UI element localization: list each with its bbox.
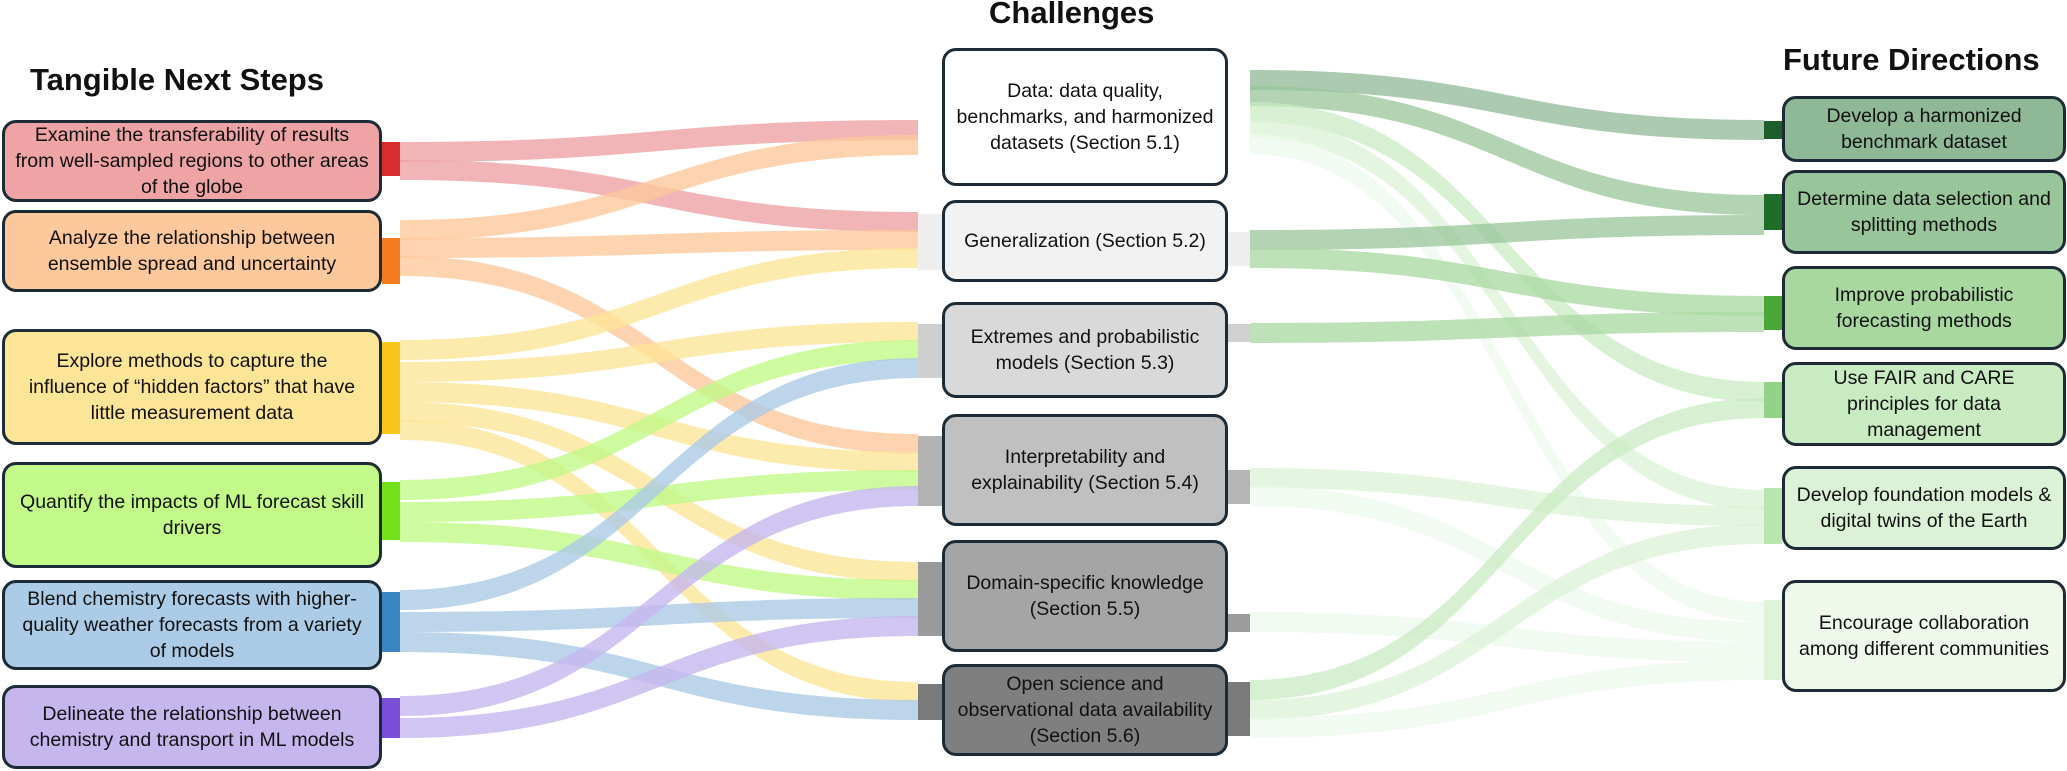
middle-in-port [918, 684, 942, 720]
right-in-port [1764, 194, 1782, 230]
left-column-title: Tangible Next Steps [30, 62, 324, 97]
flow-band [1250, 86, 1764, 215]
middle-out-port [1228, 470, 1250, 504]
challenge-domain-knowledge: Domain-specific knowledge (Section 5.5) [942, 540, 1228, 652]
left-port [382, 142, 400, 176]
right-in-port [1764, 600, 1782, 680]
flow-band [1250, 524, 1764, 720]
next-step-ensemble-spread: Analyze the relationship between ensembl… [2, 210, 382, 292]
left-port [382, 698, 400, 738]
right-in-port [1764, 121, 1782, 139]
middle-in-port [918, 122, 942, 156]
challenge-extremes-probabilistic: Extremes and probabilistic models (Secti… [942, 302, 1228, 398]
next-step-chemistry-transport: Delineate the relationship between chemi… [2, 685, 382, 769]
direction-collaboration: Encourage collaboration among different … [1782, 580, 2066, 692]
next-step-label: Blend chemistry forecasts with higher-qu… [22, 588, 362, 662]
flow-band [400, 598, 918, 632]
flow-layer [382, 70, 1782, 738]
next-step-label: Examine the transferability of results f… [15, 124, 369, 198]
next-step-skill-drivers: Quantify the impacts of ML forecast skil… [2, 462, 382, 568]
challenge-label: Open science and observational data avai… [957, 673, 1213, 747]
challenge-generalization: Generalization (Section 5.2) [942, 200, 1228, 282]
challenge-label: Interpretability and explainability (Sec… [971, 446, 1199, 494]
direction-label: Improve probabilistic forecasting method… [1834, 284, 2014, 332]
flow-band [400, 616, 918, 738]
next-step-blend-forecasts: Blend chemistry forecasts with higher-qu… [2, 580, 382, 670]
direction-label: Determine data selection and splitting m… [1797, 188, 2051, 236]
middle-out-port [1228, 614, 1250, 632]
direction-probabilistic-forecasting: Improve probabilistic forecasting method… [1782, 266, 2066, 350]
next-step-label: Quantify the impacts of ML forecast skil… [20, 491, 364, 539]
challenge-label: Generalization (Section 5.2) [964, 230, 1206, 252]
middle-in-port [918, 562, 942, 636]
middle-in-port [918, 436, 942, 506]
middle-out-port [1228, 682, 1250, 736]
next-step-label: Analyze the relationship between ensembl… [47, 227, 337, 275]
challenge-label: Domain-specific knowledge (Section 5.5) [966, 572, 1204, 620]
right-in-port [1764, 296, 1782, 330]
direction-foundation-models: Develop foundation models & digital twin… [1782, 466, 2066, 550]
flow-band [1250, 118, 1764, 510]
challenge-label: Data: data quality, benchmarks, and harm… [956, 80, 1214, 154]
flow-band [1250, 468, 1764, 526]
challenge-interpretability: Interpretability and explainability (Sec… [942, 414, 1228, 526]
flow-band [1250, 215, 1764, 250]
direction-fair-care: Use FAIR and CARE principles for data ma… [1782, 362, 2066, 446]
direction-label: Develop a harmonized benchmark dataset [1826, 105, 2022, 153]
flow-band [400, 340, 918, 500]
flow-band [1250, 312, 1764, 343]
challenge-label: Extremes and probabilistic models (Secti… [970, 326, 1200, 374]
right-column-title: Future Directions [1783, 42, 2040, 77]
flow-band [1250, 612, 1764, 662]
flow-band [1250, 134, 1764, 622]
middle-in-port [918, 214, 942, 270]
flow-band [400, 120, 918, 162]
flow-band [1250, 660, 1764, 738]
next-step-label: Delineate the relationship between chemi… [29, 703, 355, 751]
left-port [382, 482, 400, 540]
flow-band [400, 522, 918, 600]
left-port [382, 238, 400, 284]
flow-band [1250, 70, 1764, 140]
middle-out-port [1228, 232, 1250, 266]
middle-column-title: Challenges [989, 0, 1155, 30]
right-in-port [1764, 382, 1782, 418]
next-step-hidden-factors: Explore methods to capture the influence… [2, 329, 382, 445]
flow-band [1250, 102, 1764, 402]
middle-out-port [1228, 324, 1250, 342]
middle-in-port [918, 324, 942, 378]
middle-out-port [1228, 70, 1250, 156]
flow-band [1250, 486, 1764, 642]
flow-band [400, 470, 918, 522]
flow-band [400, 358, 918, 610]
left-port [382, 592, 400, 652]
flow-band [400, 322, 918, 382]
next-step-transferability: Examine the transferability of results f… [2, 120, 382, 202]
flow-band [400, 135, 918, 240]
direction-label: Encourage collaboration among different … [1798, 612, 2049, 660]
direction-label: Develop foundation models & digital twin… [1796, 484, 2052, 532]
next-step-label: Explore methods to capture the influence… [28, 350, 356, 424]
left-port [382, 342, 400, 434]
direction-benchmark-dataset: Develop a harmonized benchmark dataset [1782, 96, 2066, 162]
right-in-port [1764, 488, 1782, 544]
direction-data-splitting: Determine data selection and splitting m… [1782, 170, 2066, 254]
flow-band [400, 486, 918, 716]
flow-band [400, 230, 918, 258]
challenge-open-science: Open science and observational data avai… [942, 664, 1228, 756]
flow-band [1250, 248, 1764, 316]
flow-band [400, 248, 918, 360]
direction-label: Use FAIR and CARE principles for data ma… [1833, 367, 2015, 441]
flow-band [1250, 398, 1764, 700]
challenge-data: Data: data quality, benchmarks, and harm… [942, 48, 1228, 186]
